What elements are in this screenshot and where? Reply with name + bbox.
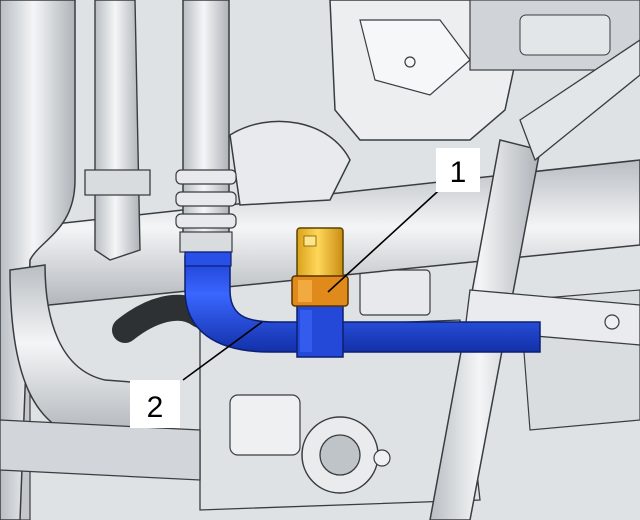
upper-vertical-pipe bbox=[175, 0, 237, 253]
callout-1-leader bbox=[327, 181, 449, 293]
callout-2-leader bbox=[182, 321, 263, 381]
callout-1: 1 bbox=[436, 148, 480, 192]
yellow-sensor bbox=[291, 227, 349, 307]
callout-1-label: 1 bbox=[450, 156, 467, 189]
callout-2: 2 bbox=[130, 380, 180, 428]
callout-leaders bbox=[182, 181, 449, 381]
blue-hose bbox=[184, 251, 541, 358]
callout-2-label: 2 bbox=[147, 391, 164, 424]
